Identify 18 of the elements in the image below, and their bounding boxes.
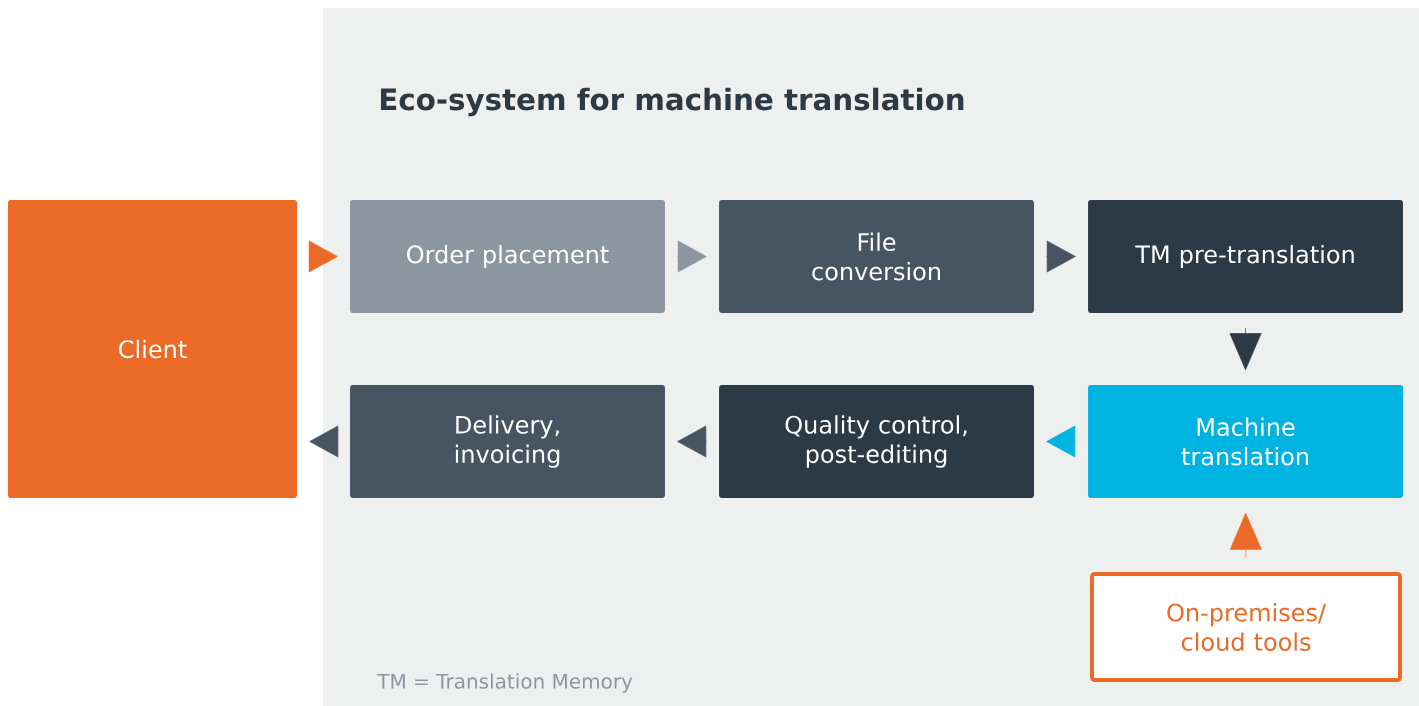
process-box: Machine translation [1088,384,1403,499]
footnote: TM = Translation Memory [377,673,633,693]
process-box: Quality control, post-editing [719,384,1034,499]
heading: Eco-system for machine translation [380,87,964,117]
process-box: Delivery, invoicing [350,384,665,499]
arrow [1045,240,1076,273]
arrow [308,240,338,273]
arrow [1229,512,1262,558]
arrow [1046,425,1077,458]
process-box: File conversion [719,199,1034,314]
tool-box: On-premises/ cloud tools [1090,572,1402,682]
process-box: TM pre-translation [1088,199,1403,314]
process-box: Client [7,200,298,498]
arrow [309,425,339,458]
arrow [1229,327,1262,371]
arrow [677,425,708,458]
process-box: Order placement [350,199,665,314]
arrow [676,240,707,273]
